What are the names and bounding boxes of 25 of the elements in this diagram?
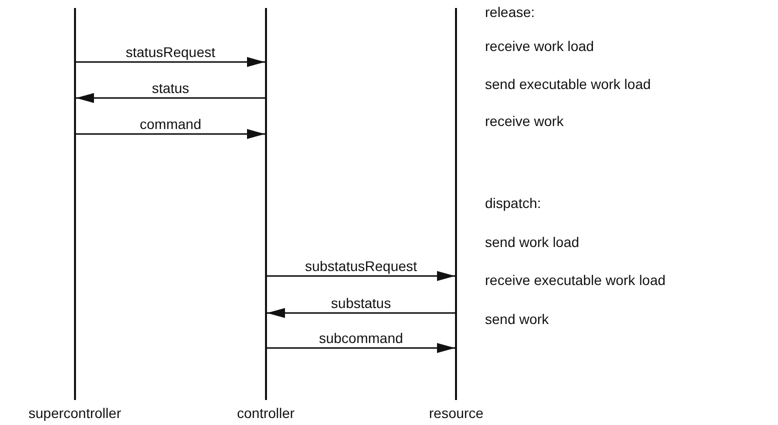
- lifeline: [455, 8, 457, 400]
- edge-label: command: [138, 116, 204, 132]
- message-arrow: [267, 343, 455, 353]
- note-text: dispatch:: [485, 195, 542, 211]
- message-arrow: [267, 271, 455, 281]
- note-text: send executable work load: [485, 76, 651, 92]
- note-text: release:: [485, 4, 535, 20]
- participant-label: supercontroller: [28, 405, 122, 421]
- note-text: receive work load: [485, 38, 594, 54]
- message-arrow: [76, 93, 265, 103]
- note-text: send work load: [485, 234, 580, 250]
- note-text: receive work: [485, 113, 564, 129]
- edge-label: statusRequest: [124, 44, 218, 60]
- message-arrow: [76, 57, 265, 67]
- note-text: receive executable work load: [485, 272, 666, 288]
- participant-label: controller: [237, 405, 295, 421]
- message-arrow: [76, 129, 265, 139]
- edge-label: subcommand: [316, 330, 406, 346]
- edge-label: substatusRequest: [302, 258, 420, 274]
- message-arrow: [267, 308, 455, 318]
- note-text: send work: [485, 311, 549, 327]
- lifeline: [265, 8, 267, 400]
- lifeline: [74, 8, 76, 400]
- edge-label: substatus: [329, 295, 393, 311]
- participant-label: resource: [429, 405, 484, 421]
